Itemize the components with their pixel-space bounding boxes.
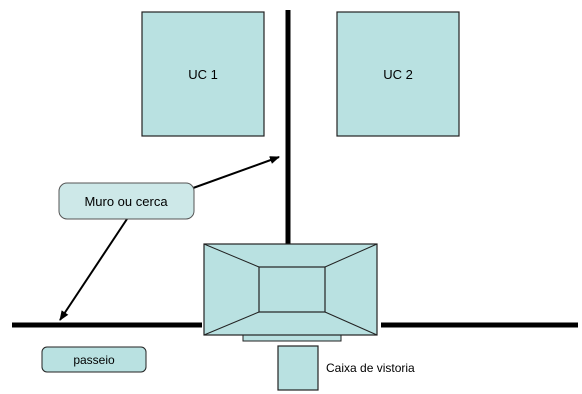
callout-arrow-upper xyxy=(181,156,280,193)
callout-arrow-lower xyxy=(59,218,128,321)
sidewalk: passeio xyxy=(41,346,147,373)
callout-label: Muro ou cerca xyxy=(84,194,168,209)
sidewalk-label: passeio xyxy=(73,353,115,367)
uc1-unit: UC 1 xyxy=(141,11,265,137)
meter-box xyxy=(203,243,378,342)
inspection-box: Caixa de vistoria xyxy=(277,345,415,391)
uc2-label: UC 2 xyxy=(383,67,413,82)
uc2-unit: UC 2 xyxy=(336,11,460,137)
wall-callout: Muro ou cerca xyxy=(58,182,195,220)
inspection-box-label: Caixa de vistoria xyxy=(326,361,415,375)
uc1-label: UC 1 xyxy=(188,67,218,82)
